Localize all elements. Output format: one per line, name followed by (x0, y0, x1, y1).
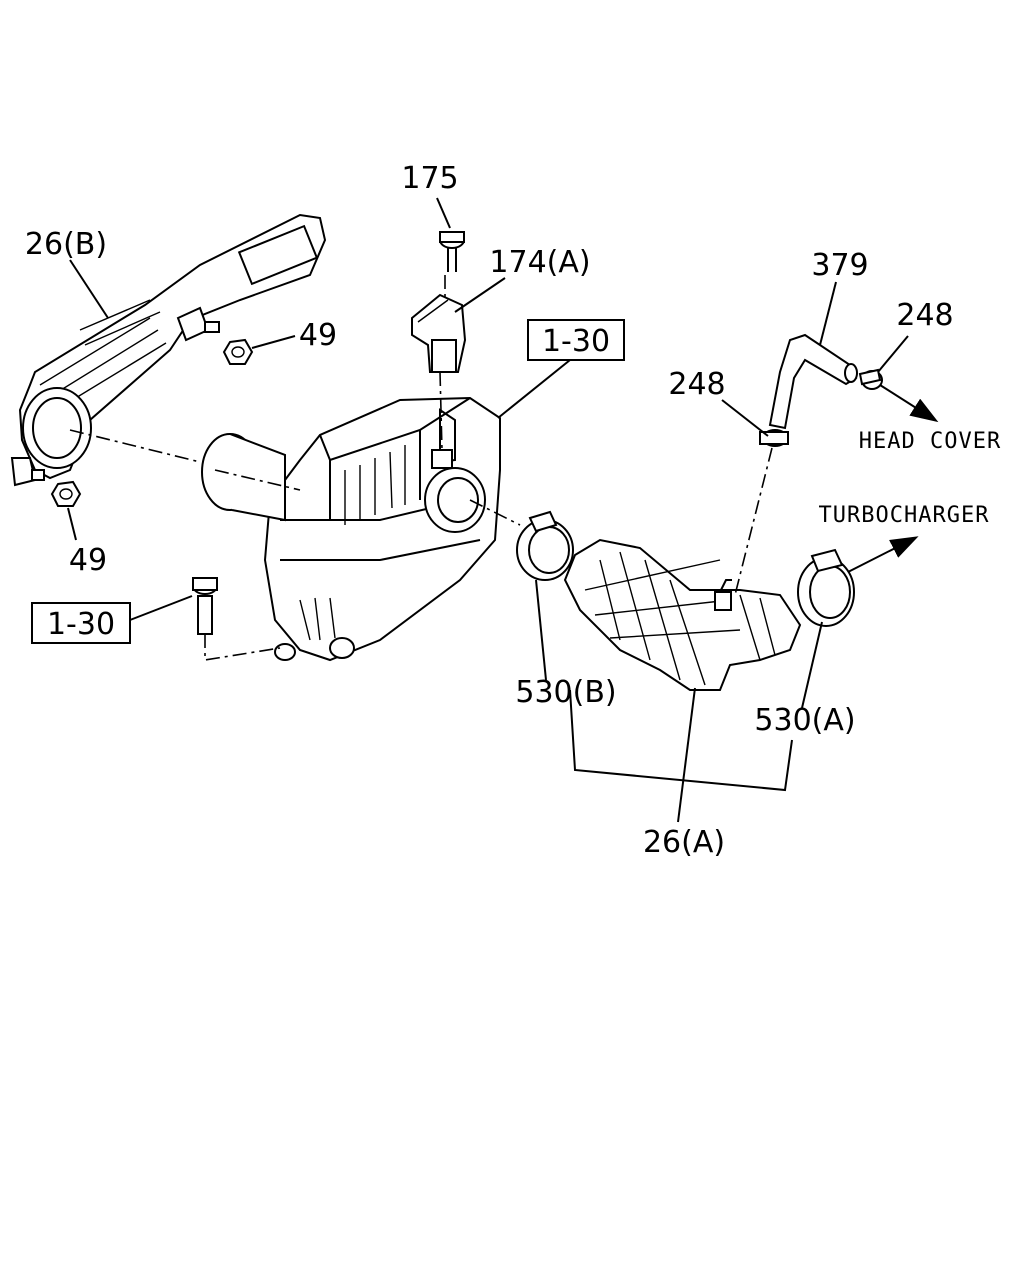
note-head-cover: HEAD COVER (859, 429, 1001, 454)
label-26a: 26(A) (643, 825, 725, 860)
arrow-head-cover (879, 384, 939, 423)
ref-box-left[interactable]: 1-30 (31, 602, 131, 644)
intake-duct-26b (10, 213, 327, 487)
hose-379 (768, 333, 858, 430)
arrow-turbocharger (847, 536, 919, 573)
label-175: 175 (401, 161, 458, 196)
hose-26a (563, 538, 802, 691)
clamp-530b (516, 510, 574, 581)
nut-49-bottom (50, 480, 82, 507)
bolt-175 (439, 231, 465, 272)
clamp-248-right (858, 368, 883, 390)
leader-lines (67, 197, 909, 823)
air-cleaner-assembly (201, 396, 501, 662)
sensor-174a (411, 293, 467, 373)
ref-box-top[interactable]: 1-30 (527, 319, 625, 361)
assembly-lines (69, 275, 773, 661)
ref-box-left-label: 1-30 (47, 607, 115, 642)
bolt-left (192, 577, 218, 635)
label-530b: 530(B) (515, 675, 616, 710)
label-26b: 26(B) (25, 227, 107, 262)
label-248-left: 248 (668, 367, 725, 402)
label-49-top: 49 (299, 318, 337, 353)
ref-box-top-label: 1-30 (542, 324, 610, 359)
nut-49-top (222, 338, 254, 365)
label-379: 379 (811, 248, 868, 283)
label-248-right: 248 (896, 298, 953, 333)
clamp-530a (797, 548, 855, 627)
note-turbocharger: TURBOCHARGER (819, 503, 990, 528)
clamp-248-left (759, 429, 789, 447)
label-174a: 174(A) (489, 245, 590, 280)
label-530a: 530(A) (754, 703, 855, 738)
label-49-bottom: 49 (69, 543, 107, 578)
